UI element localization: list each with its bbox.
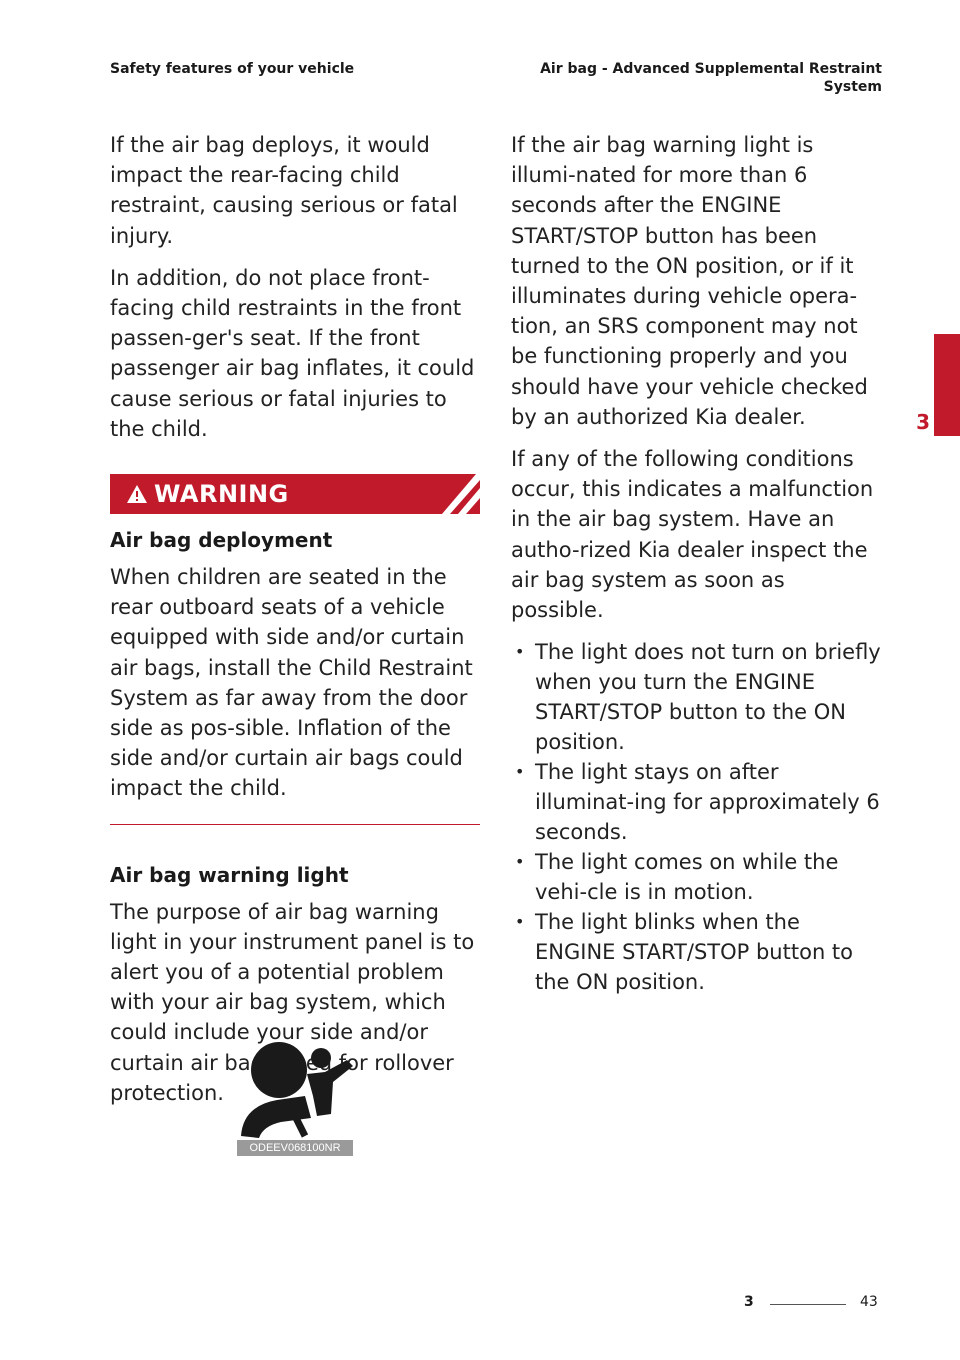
airbag-warning-light-figure: ODEEV068100NR [237, 1036, 353, 1156]
running-header-left: Safety features of your vehicle [110, 61, 355, 77]
warning-stripes-decoration [442, 474, 480, 515]
paragraph: In addition, do not place front-facing c… [110, 265, 475, 441]
list-item: The light comes on while the vehi-cle is… [511, 847, 881, 907]
paragraph: If the air bag warning light is illumi-n… [511, 133, 868, 429]
conditions-list: The light does not turn on briefly when … [511, 637, 881, 997]
list-item: The light does not turn on briefly when … [511, 637, 881, 757]
running-header-right: Air bag - Advanced Supplemental Restrain… [462, 60, 882, 96]
figure-code: ODEEV068100NR [237, 1140, 353, 1156]
running-header-right-line2: System [823, 79, 882, 95]
warning-heading: Air bag deployment [110, 528, 333, 553]
left-column: If the air bag deploys, it would impact … [110, 130, 480, 1120]
warning-triangle-icon [127, 485, 147, 504]
footer-divider [770, 1304, 846, 1305]
right-column: If the air bag warning light is illumi-n… [511, 130, 881, 997]
page-number: 43 [860, 1294, 878, 1310]
list-item: The light stays on after illuminat-ing f… [511, 757, 881, 847]
running-header-right-line1: Air bag - Advanced Supplemental Restrain… [540, 61, 882, 77]
footer-chapter-number: 3 [744, 1294, 754, 1310]
airbag-icon [241, 1042, 353, 1138]
paragraph: If any of the following conditions occur… [511, 447, 874, 623]
paragraph: If the air bag deploys, it would impact … [110, 133, 458, 248]
warning-text: When children are seated in the rear out… [110, 565, 473, 801]
warning-title: WARNING [154, 480, 289, 509]
section-heading: Air bag warning light [110, 862, 349, 887]
section-text: The purpose of air bag warning light in … [110, 899, 475, 1105]
divider [110, 823, 480, 825]
list-item: The light blinks when the ENGINE START/S… [511, 907, 881, 997]
chapter-tab [934, 334, 960, 436]
chapter-tab-number: 3 [916, 410, 930, 434]
warning-banner: WARNING [110, 474, 480, 515]
